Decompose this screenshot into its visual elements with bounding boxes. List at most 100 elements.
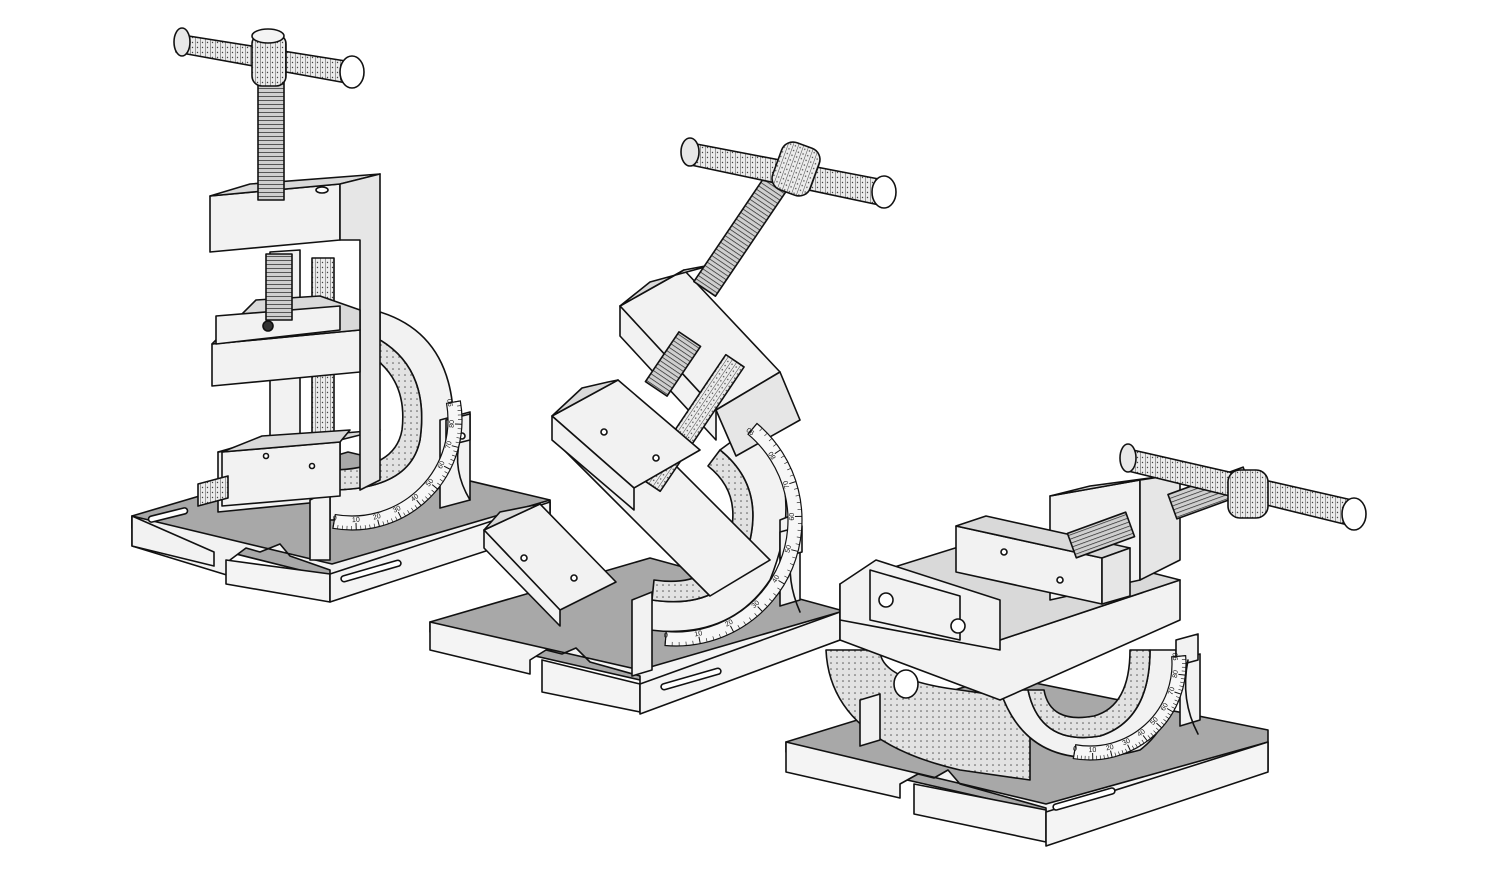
scale-minor-tick [796,536,801,538]
scale-label: 50 [1149,716,1159,727]
scale-label: 20 [1105,744,1114,753]
scale-label: 50 [425,478,435,489]
scale-minor-tick [448,463,453,466]
scale-minor-tick [789,563,794,566]
scale-minor-tick [748,617,752,621]
scale-minor-tick [795,543,800,545]
scale-label: 30 [392,505,402,515]
scale-minor-tick [1118,751,1120,756]
scale-minor-tick [411,507,414,512]
scale-minor-tick [1125,748,1128,753]
scale-minor-tick [705,638,708,643]
t-handle [680,137,897,209]
scale-minor-tick [1155,727,1160,731]
scale-major-tick [789,481,797,485]
scale-major-tick [1072,751,1076,759]
scale-label: 50 [784,544,793,553]
scale-major-tick [698,636,701,644]
scale-major-tick [416,499,422,506]
scale-major-tick [451,445,459,448]
scale-label: 90 [1172,652,1180,660]
scale-minor-tick [1131,745,1135,750]
scale-minor-tick [425,496,429,500]
scale-label: 40 [771,574,781,584]
scale-label: 60 [789,513,796,521]
scale-minor-tick [382,521,385,526]
scale-minor-tick [1180,678,1185,680]
scale-minor-tick [442,475,446,478]
scale-minor-tick [403,512,406,517]
scale-minor-tick [789,474,794,477]
lead-screw [644,173,789,397]
scale-minor-tick [768,598,773,602]
scale-label: 10 [1089,747,1097,754]
scale-minor-tick [796,501,801,504]
scale-major-tick [729,625,735,633]
scale-minor-tick [777,587,781,591]
jaws [483,379,701,627]
scale-minor-tick [1175,696,1180,699]
scale-minor-tick [768,438,773,442]
scale-minor-tick [759,427,763,432]
scale-major-tick [791,549,799,552]
scale-minor-tick [1114,752,1117,757]
scale-minor-tick [773,593,777,597]
scale-minor-tick [1103,754,1105,759]
scale-label: 20 [724,619,734,629]
scale-label: 30 [751,599,762,610]
scale-minor-tick [780,455,785,459]
scale-major-tick [1178,655,1186,657]
scale-minor-tick [373,523,376,528]
scale-minor-tick [1153,730,1157,734]
scale-minor-tick [712,636,715,641]
scale-label: 80 [449,420,456,428]
t-handle [1119,443,1367,531]
scale-label: 70 [445,440,454,449]
scale-major-tick [1142,735,1148,742]
scale-minor-tick [1180,681,1185,684]
scale-minor-tick [456,437,461,439]
scale-minor-tick [773,443,777,447]
scale-label: 70 [1168,686,1177,696]
scale-minor-tick [1160,722,1165,726]
scale-minor-tick [718,633,721,638]
scale-minor-tick [450,459,455,462]
scale-minor-tick [451,454,456,457]
scale-minor-tick [431,489,435,493]
scale-minor-tick [795,494,800,497]
scale-minor-tick [455,441,460,444]
scale-major-tick [757,606,763,612]
scale-minor-tick [1163,719,1167,723]
scale-major-tick [1127,744,1132,752]
lead-screw [257,69,293,321]
scale-major-tick [1178,673,1186,676]
scale-label: 60 [1160,702,1170,712]
scale-minor-tick [1167,712,1172,716]
scale-minor-tick [1141,739,1145,744]
t-handle [173,27,365,89]
scale-label: 30 [1122,738,1132,748]
scale-minor-tick [369,524,371,529]
scale-minor-tick [428,493,432,497]
scale-major-tick [1166,708,1174,713]
scale-major-tick [431,484,438,490]
scale-minor-tick [764,603,768,607]
scale-minor-tick [444,471,449,474]
scale-minor-tick [784,575,789,579]
scale-major-tick [1174,691,1182,695]
scale-label: 80 [768,450,778,460]
scale-minor-tick [457,405,462,407]
scale-minor-tick [784,461,788,465]
scale-minor-tick [421,499,425,503]
scale-minor-tick [395,516,398,521]
scale-label: 70 [782,480,791,490]
scale-major-tick [752,423,758,430]
scale-major-tick [664,638,667,646]
scale-minor-tick [391,518,394,523]
